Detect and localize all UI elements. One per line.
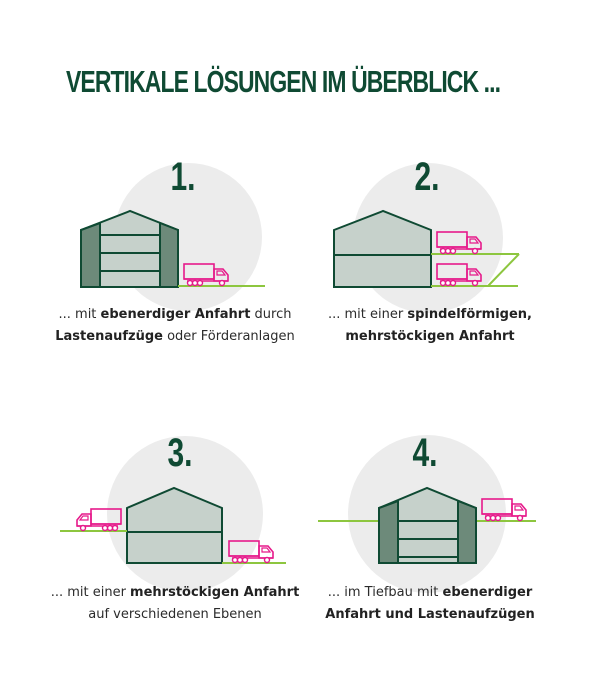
panel-number: 2.	[414, 155, 439, 199]
panel-3-illustration: 3.	[60, 431, 286, 592]
caption-text: ... im Tiefbau mit	[327, 585, 443, 600]
warehouse-icon	[80, 209, 179, 288]
caption-text: ... mit einer	[50, 585, 131, 600]
panel-3-caption: ... mit einer mehrstöckigen Anfahrt auf v…	[45, 582, 305, 626]
caption-line1: ... mit ebenerdiger Anfahrt durch	[45, 304, 305, 326]
page-title: VERTIKALE LÖSUNGEN IM ÜBERBLICK ...	[66, 64, 501, 99]
caption-emphasis: spindelförmigen,	[407, 307, 532, 322]
caption-line2: Lastenaufzüge oder Förderanlagen	[45, 326, 305, 348]
caption-text: ... mit	[58, 307, 101, 322]
panel-4-illustration: 4.	[318, 431, 536, 593]
warehouse-icon	[333, 209, 432, 288]
caption-emphasis: ebenerdiger	[442, 585, 533, 600]
caption-line2: Anfahrt und Lastenaufzügen	[300, 604, 560, 626]
warehouse-icon	[126, 486, 223, 564]
caption-text: ... mit einer	[327, 307, 408, 322]
caption-line1: ... mit einer spindelförmigen,	[300, 304, 560, 326]
caption-emphasis: mehrstöckigen Anfahrt	[130, 585, 300, 600]
caption-line1: ... im Tiefbau mit ebenerdiger	[300, 582, 560, 604]
caption-emphasis: Anfahrt und Lastenaufzügen	[325, 607, 535, 622]
caption-line2: auf verschiedenen Ebenen	[45, 604, 305, 626]
caption-text: durch	[250, 307, 292, 322]
caption-line1: ... mit einer mehrstöckigen Anfahrt	[45, 582, 305, 604]
caption-text: auf verschiedenen Ebenen	[88, 607, 262, 622]
panel-2-illustration: 2.	[333, 155, 520, 313]
caption-emphasis: ebenerdiger Anfahrt	[100, 307, 251, 322]
underground-warehouse-icon	[378, 486, 477, 564]
panel-number: 3.	[167, 431, 192, 475]
panel-1-illustration: 1.	[80, 155, 265, 311]
panel-number: 4.	[412, 431, 437, 475]
caption-line2: mehrstöckigen Anfahrt	[300, 326, 560, 348]
caption-text: oder Förderanlagen	[162, 329, 295, 344]
caption-emphasis: Lastenaufzüge	[55, 329, 163, 344]
panel-number: 1.	[170, 155, 195, 199]
caption-emphasis: mehrstöckigen Anfahrt	[345, 329, 515, 344]
panel-2-caption: ... mit einer spindelförmigen, mehrstöcki…	[300, 304, 560, 348]
